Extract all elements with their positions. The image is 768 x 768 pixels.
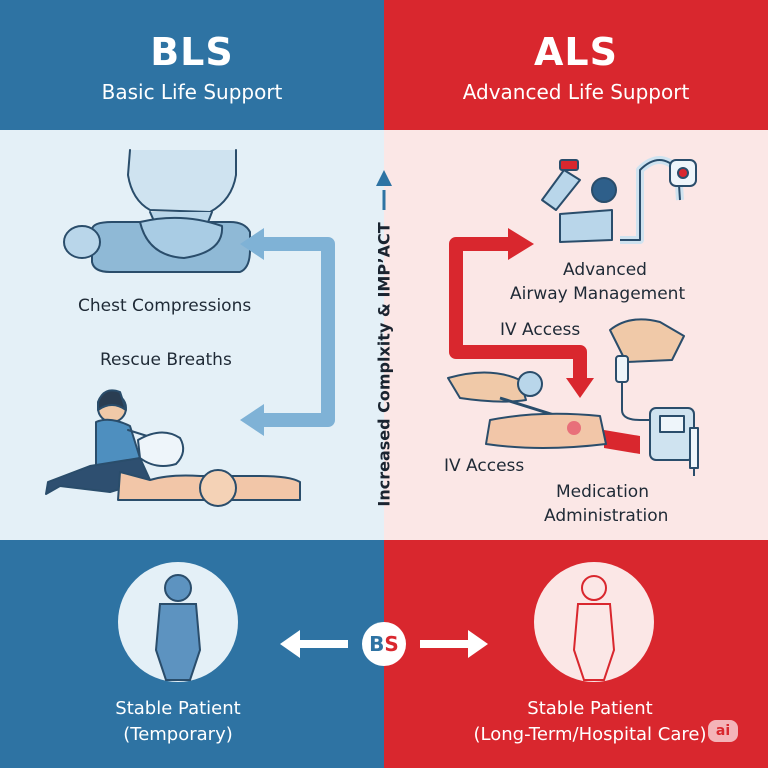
- bls-arrow-head-bottom: [240, 404, 264, 436]
- als-header-band: [384, 0, 768, 130]
- complexity-axis-label-wrap: Increased Complxity & IMP’ACT: [234, 222, 534, 506]
- advanced-airway-label-line1: Advanced: [563, 260, 647, 280]
- ai-watermark-text: ai: [715, 723, 731, 739]
- bls-footer-line1: Stable Patient: [115, 698, 241, 719]
- iv-access-label-bottom: IV Access: [444, 456, 525, 476]
- bls-arrow-head-top: [240, 228, 264, 260]
- ai-watermark: ai: [708, 720, 738, 742]
- rescue-breaths-illustration: [45, 389, 301, 507]
- footer-arrows: [280, 630, 488, 658]
- als-footer-line2: (Long-Term/Hospital Care): [473, 724, 707, 745]
- bls-title: BLS: [150, 30, 234, 74]
- badge-letter-b: B: [369, 632, 385, 656]
- als-arrow-head-iv: [566, 378, 594, 398]
- advanced-airway-illustration: [541, 156, 697, 244]
- chest-compressions-illustration: [63, 149, 251, 273]
- als-title: ALS: [534, 30, 618, 74]
- als-stable-patient-figure: [534, 562, 654, 682]
- advanced-airway-label-line2: Airway Management: [510, 284, 686, 304]
- medication-administration-illustration: [609, 318, 699, 476]
- medication-label-line2: Administration: [544, 506, 669, 526]
- als-flow-arrows: [449, 237, 587, 380]
- rescue-breaths-label: Rescue Breaths: [100, 350, 232, 370]
- iv-injection-illustration: [447, 371, 607, 449]
- complexity-up-arrow: [376, 170, 392, 186]
- als-footer-line1: Stable Patient: [527, 698, 653, 719]
- complexity-axis-label: Increased Complxity & IMP’ACT: [374, 221, 394, 507]
- bls-header-band: [0, 0, 384, 130]
- iv-access-label-top: IV Access: [500, 320, 581, 340]
- badge-letter-s: S: [384, 632, 399, 656]
- bls-feedback-arrows: [262, 237, 335, 427]
- als-arrow-tail-med: [604, 430, 640, 454]
- bls-footer-line2: (Temporary): [123, 724, 233, 745]
- als-content-panel: [384, 130, 768, 540]
- als-arrow-head-airway: [508, 228, 534, 260]
- als-subtitle: Advanced Life Support: [462, 80, 690, 104]
- bls-stable-patient-figure: [118, 562, 238, 682]
- chest-compressions-label: Chest Compressions: [78, 296, 252, 316]
- bls-subtitle: Basic Life Support: [101, 80, 283, 104]
- medication-label-line1: Medication: [556, 482, 649, 502]
